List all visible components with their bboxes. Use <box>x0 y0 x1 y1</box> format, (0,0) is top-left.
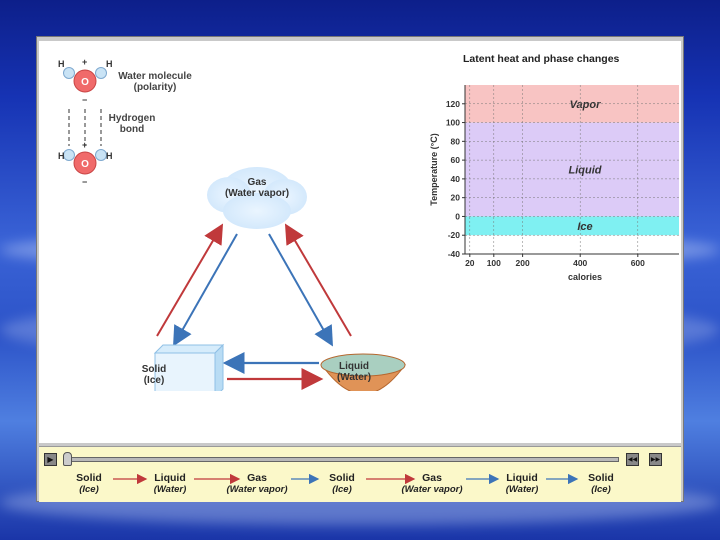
phase-band <box>465 216 679 236</box>
y-axis-title: Temperature (°C) <box>429 133 439 205</box>
band-label: Vapor <box>570 99 601 111</box>
play-button[interactable]: ▶ <box>44 453 57 466</box>
timeline-scrubber[interactable] <box>63 452 72 466</box>
hydrogen-symbol: H <box>106 151 113 161</box>
plus-charge: + <box>82 140 87 150</box>
chart-title: Latent heat and phase changes <box>463 53 620 65</box>
y-tick-label: -40 <box>448 249 461 259</box>
hydrogen-symbol: H <box>58 59 65 69</box>
hydrogen-atom <box>63 67 75 79</box>
play-icon: ▶ <box>47 454 54 464</box>
arrow-deposition <box>173 233 238 347</box>
sequence-state: Gas <box>247 472 267 484</box>
animation-frame: O H H + − O H H + − Water molecule (pola… <box>36 36 684 502</box>
sequence-state: Solid <box>588 472 614 484</box>
sequence-substate: (Ice) <box>591 484 611 495</box>
sequence-substate: (Water vapor) <box>226 484 288 495</box>
playback-control-bar: ▶ ◀◀ ▶▶ Solid(Ice)Liquid(Water)Gas(Water… <box>39 446 681 502</box>
water-bowl <box>320 353 406 391</box>
sequence-substate: (Water vapor) <box>401 484 463 495</box>
sequence-step: Gas(Water vapor) <box>215 472 299 496</box>
sequence-state: Gas <box>422 472 442 484</box>
hydrogen-symbol: H <box>58 151 65 161</box>
sequence-substate: (Water) <box>505 484 539 495</box>
y-tick-label: 60 <box>451 155 461 165</box>
plus-charge: + <box>82 57 87 67</box>
arrow-evaporation <box>284 223 352 337</box>
arrow-sublimation <box>156 223 224 337</box>
phase-band <box>465 122 679 217</box>
sequence-state: Liquid <box>506 472 538 484</box>
sequence-substate: (Water) <box>153 484 187 495</box>
y-tick-label: 0 <box>455 211 460 221</box>
oxygen-symbol: O <box>81 159 89 170</box>
hydrogen-atom <box>95 149 107 161</box>
x-axis-title: calories <box>568 272 602 282</box>
y-tick-label: 40 <box>451 174 461 184</box>
x-tick-label: 20 <box>465 258 475 268</box>
sequence-state: Solid <box>329 472 355 484</box>
sequence-substate: (Ice) <box>79 484 99 495</box>
hydrogen-atom <box>63 149 75 161</box>
oxygen-atom <box>73 151 97 175</box>
polarity-label: Water molecule (polarity) <box>118 71 192 93</box>
fast-forward-button[interactable]: ▶▶ <box>649 453 662 466</box>
y-tick-label: 20 <box>451 193 461 203</box>
phase-band <box>465 85 679 123</box>
content-panel: O H H + − O H H + − Water molecule (pola… <box>39 41 681 443</box>
y-tick-label: 120 <box>446 99 460 109</box>
rewind-button[interactable]: ◀◀ <box>626 453 639 466</box>
sequence-step: Gas(Water vapor) <box>390 472 474 496</box>
liquid-label: Liquid (Water) <box>336 361 372 383</box>
solid-label: Solid (Ice) <box>141 364 167 386</box>
water-molecules-diagram: O H H + − O H H + − <box>58 57 113 187</box>
ice-cube <box>153 343 225 391</box>
rewind-icon: ◀◀ <box>627 456 638 463</box>
x-tick-label: 400 <box>573 258 587 268</box>
sequence-step: Solid(Ice) <box>559 472 643 496</box>
hydrogen-bond-label: Hydrogen bond <box>108 113 156 135</box>
sequence-step: Solid(Ice) <box>300 472 384 496</box>
sequence-step: Liquid(Water) <box>128 472 212 496</box>
fast-forward-icon: ▶▶ <box>650 456 661 463</box>
sequence-state: Solid <box>76 472 102 484</box>
gas-label: Gas (Water vapor) <box>224 177 290 199</box>
hydrogen-symbol: H <box>106 59 113 69</box>
band-label: Liquid <box>569 165 602 177</box>
sequence-substate: (Ice) <box>332 484 352 495</box>
band-label: Ice <box>577 221 592 233</box>
y-tick-label: 100 <box>446 118 460 128</box>
oxygen-atom <box>73 69 97 93</box>
sequence-step: Liquid(Water) <box>480 472 564 496</box>
y-tick-label: 80 <box>451 136 461 146</box>
x-tick-label: 200 <box>516 258 530 268</box>
sequence-state: Liquid <box>154 472 186 484</box>
phase-triangle-diagram <box>153 167 406 391</box>
hydrogen-atom <box>95 67 107 79</box>
x-tick-label: 600 <box>631 258 645 268</box>
minus-charge: − <box>82 177 87 187</box>
y-tick-label: -20 <box>448 230 461 240</box>
oxygen-symbol: O <box>81 77 89 88</box>
arrow-condensation <box>268 233 333 347</box>
gas-cloud <box>207 167 307 229</box>
minus-charge: − <box>82 95 87 105</box>
sequence-step: Solid(Ice) <box>47 472 131 496</box>
timeline-track[interactable] <box>71 457 619 462</box>
x-tick-label: 100 <box>487 258 501 268</box>
